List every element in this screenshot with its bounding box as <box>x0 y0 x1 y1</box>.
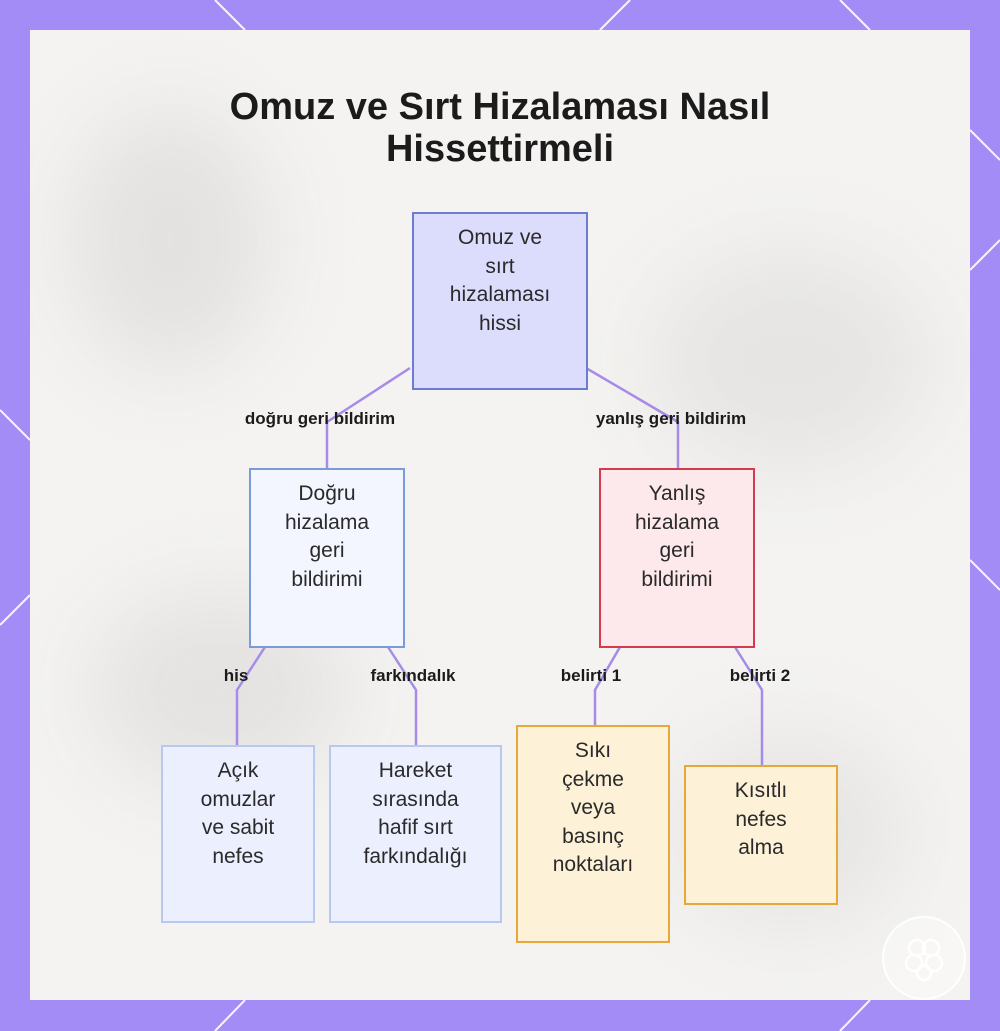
node-text: hizalaması <box>449 283 551 306</box>
node-text: Doğru <box>298 482 356 505</box>
node-back-awareness: Hareket sırasında hafif sırt farkındalığ… <box>329 745 502 923</box>
brain-logo-icon <box>882 916 966 1000</box>
title-line: Omuz ve Sırt Hizalaması Nasıl <box>229 86 771 128</box>
edge-root-good <box>325 366 411 470</box>
node-text: Kısıtlı <box>734 779 788 802</box>
edge-label-correct-feedback: doğru geri bildirim <box>244 409 396 428</box>
node-text: basınç <box>562 824 624 848</box>
node-text: hissi <box>478 311 521 335</box>
diagram-title: Omuz ve Sırt Hizalaması Nasıl Hissettirm… <box>30 86 970 170</box>
edge-label-symptom-1: belirti 1 <box>560 666 622 685</box>
node-text: omuzlar <box>200 787 276 811</box>
node-text: noktaları <box>552 853 634 876</box>
edge-label-wrong-feedback: yanlış geri bildirim <box>595 409 747 428</box>
edge-good-aware <box>386 646 418 746</box>
node-text: nefes <box>212 844 264 868</box>
node-text: Açık <box>217 759 259 782</box>
node-text: Yanlış <box>648 482 706 505</box>
node-text: hizalama <box>284 510 370 534</box>
brain-logo-icon <box>904 938 944 982</box>
node-text: bildirimi <box>641 567 713 591</box>
node-text: veya <box>570 796 616 819</box>
node-text: Sıkı <box>574 739 612 762</box>
node-text: sırasında <box>372 787 459 811</box>
edge-root-bad <box>585 366 680 470</box>
node-open-shoulders: Açık omuzlar ve sabit nefes <box>161 745 315 923</box>
node-text: geri <box>659 539 695 562</box>
edge-bad-breath <box>733 646 764 766</box>
node-tension-points: Sıkı çekme veya basınç noktaları <box>516 725 670 943</box>
edge-label-awareness: farkındalık <box>370 666 456 685</box>
node-text: farkındalığı <box>363 844 468 868</box>
node-text: sırt <box>485 254 515 278</box>
connector-layer <box>235 366 764 766</box>
node-root: Omuz ve sırt hizalaması hissi <box>412 212 588 390</box>
node-good-feedback: Doğru hizalama geri bildirimi <box>249 468 405 648</box>
background-shape <box>70 110 270 370</box>
diagram-panel: Omuz ve Sırt Hizalaması Nasıl Hissettirm… <box>30 30 970 1000</box>
node-text: çekme <box>562 767 624 791</box>
node-text: hafif sırt <box>378 816 453 839</box>
edge-good-open <box>235 646 267 746</box>
node-bad-feedback: Yanlış hizalama geri bildirimi <box>599 468 755 648</box>
node-text: nefes <box>735 807 787 831</box>
node-text: ve sabit <box>201 816 275 839</box>
node-text: Hareket <box>378 759 453 782</box>
background-shape <box>650 250 930 470</box>
node-restricted-breath: Kısıtlı nefes alma <box>684 765 838 905</box>
node-text: bildirimi <box>291 567 363 591</box>
node-text: Omuz ve <box>457 226 543 249</box>
edge-label-feeling: his <box>223 666 249 685</box>
edge-bad-tension <box>593 646 622 726</box>
node-text: alma <box>738 836 784 859</box>
title-line: Hissettirmeli <box>385 128 615 170</box>
node-text: hizalama <box>634 510 720 534</box>
node-text: geri <box>309 539 345 562</box>
edge-label-symptom-2: belirti 2 <box>729 666 791 685</box>
